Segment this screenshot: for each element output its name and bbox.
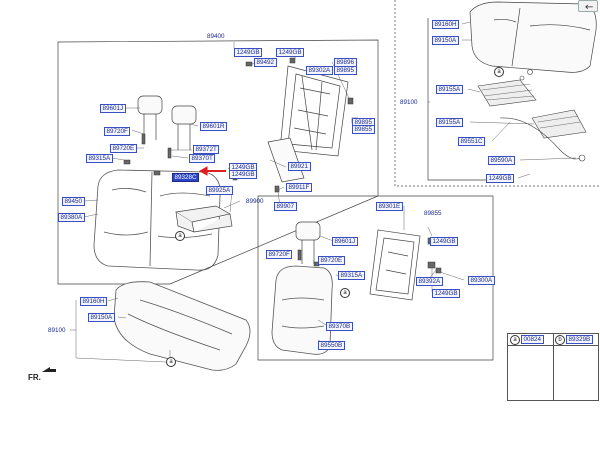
part-label[interactable]: 89150A — [88, 313, 115, 322]
part-label[interactable]: 89300A — [468, 276, 495, 285]
seatback-assembly-frame — [57, 39, 379, 285]
side-seatback-frame — [257, 195, 494, 361]
part-label[interactable]: 89720E — [110, 144, 137, 153]
part-label[interactable]: 89720E — [318, 256, 345, 265]
callout-a: a — [175, 231, 185, 241]
side-frame-drawing — [369, 229, 421, 301]
part-label[interactable]: 89160H — [432, 20, 460, 29]
part-label[interactable]: 1249GB — [486, 174, 515, 183]
part-label[interactable]: 89911F — [286, 183, 312, 192]
part-label[interactable]: 89150A — [432, 36, 459, 45]
legend-header-a: a 00824 — [508, 334, 554, 346]
part-label[interactable]: 89720F — [104, 127, 131, 136]
part-label[interactable]: 89155A — [436, 118, 463, 127]
part-label[interactable]: 89155A — [436, 85, 463, 94]
seatback-cushion-drawing — [93, 169, 221, 271]
top-cushion-drawing — [469, 1, 597, 73]
part-label[interactable]: 89601J — [332, 237, 358, 246]
part-label[interactable]: 89590A — [488, 156, 515, 165]
armrest-drawing — [175, 205, 233, 233]
part-label[interactable]: 89315A — [86, 154, 113, 163]
cushion-region-dashed — [394, 0, 600, 187]
part-label[interactable]: 89895 — [334, 66, 357, 75]
part-label[interactable]: 89492 — [254, 58, 277, 67]
legend-divider — [553, 345, 554, 400]
part-label[interactable]: 1249GB — [229, 170, 258, 179]
seatback-frame-drawing — [279, 65, 349, 157]
part-label[interactable]: 89315A — [338, 271, 365, 280]
headrests-drawing — [137, 95, 197, 150]
back-arrow-button[interactable]: ← — [578, 0, 598, 13]
callout-a: a — [166, 357, 176, 367]
part-label[interactable]: 1249GB — [432, 289, 461, 298]
part-label[interactable]: 89921 — [288, 162, 311, 171]
part-label[interactable]: 89720F — [266, 250, 293, 259]
part-label[interactable]: 89601J — [100, 104, 126, 113]
part-label[interactable]: 1249GB — [276, 48, 305, 57]
side-headrest-drawing — [295, 221, 321, 264]
part-label[interactable]: 89372T — [193, 145, 220, 154]
part-label[interactable]: 89380A — [58, 213, 85, 222]
part-label[interactable]: 89392A — [416, 277, 443, 286]
heater-mat-drawing — [477, 79, 587, 139]
front-direction-label: FR. — [28, 373, 41, 382]
callout-a: a — [340, 288, 350, 298]
part-label[interactable]: 89601R — [200, 122, 228, 131]
legend-part-a[interactable]: 00824 — [521, 335, 544, 344]
trim-panel-drawing — [267, 137, 305, 183]
part-label-plain: 89855 — [424, 210, 442, 217]
part-label[interactable]: 89302A — [306, 66, 333, 75]
part-label[interactable]: 89550B — [318, 341, 345, 350]
part-label[interactable]: 1249GB — [234, 48, 263, 57]
part-label[interactable]: 89370T — [189, 154, 216, 163]
legend-header-b: b 89329B — [553, 334, 598, 346]
part-label[interactable]: 89925A — [206, 186, 233, 195]
heater-wiring-drawing — [499, 69, 586, 162]
part-label-plain: 89100 — [48, 327, 66, 334]
part-label[interactable]: 89907 — [274, 202, 297, 211]
legend-part-b[interactable]: 89329B — [566, 335, 593, 344]
part-label[interactable]: 89370B — [326, 322, 353, 331]
part-label[interactable]: 89450 — [62, 197, 85, 206]
part-label-assembly: 89400 — [207, 33, 225, 40]
part-label[interactable]: 89301E — [376, 202, 403, 211]
part-label[interactable]: 1249GB — [430, 237, 459, 246]
front-arrow-icon — [42, 367, 56, 372]
legend-callout-a: a — [510, 335, 520, 345]
legend-table: a 00824 b 89329B — [507, 333, 599, 401]
part-label-plain: 89900 — [246, 198, 264, 205]
part-label-selected[interactable]: 89328C — [172, 173, 200, 182]
part-label[interactable]: 89551C — [458, 137, 486, 146]
selection-arrow — [198, 166, 226, 176]
part-label-plain: 89100 — [400, 99, 418, 106]
part-label[interactable]: 89160H — [80, 297, 108, 306]
bottom-cushion-drawing — [113, 281, 251, 371]
part-label[interactable]: 89855 — [352, 125, 375, 134]
legend-callout-b: b — [555, 335, 565, 345]
callout-a: a — [494, 67, 504, 77]
